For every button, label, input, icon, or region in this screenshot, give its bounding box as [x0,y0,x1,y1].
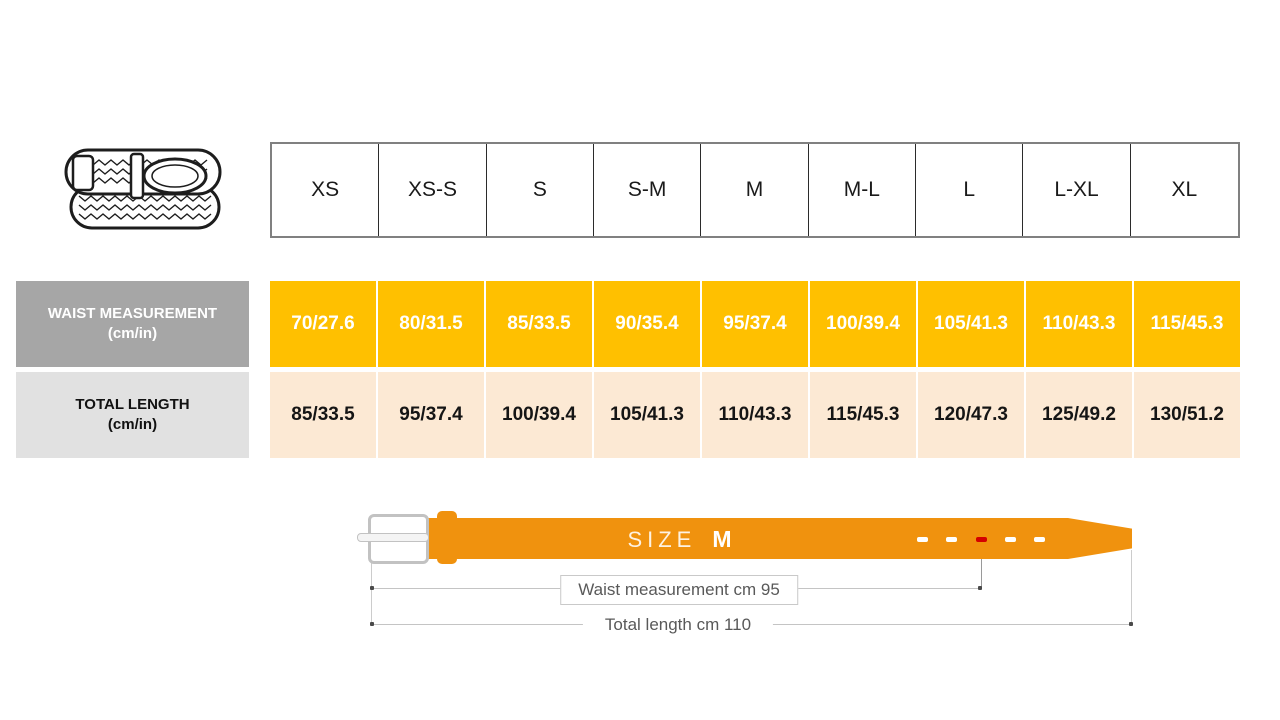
size-header-cell: S-M [594,144,702,236]
row-label-unit: (cm/in) [107,416,158,433]
waist-measurement-values-row: 70/27.6 80/31.5 85/33.5 90/35.4 95/37.4 … [270,281,1240,367]
total-length-values-row: 85/33.5 95/37.4 100/39.4 105/41.3 110/43… [270,372,1240,458]
belt-tip [1068,518,1132,559]
size-header-cell: L [916,144,1024,236]
belt-hole [946,537,957,542]
waist-value-cell: 110/43.3 [1026,281,1132,367]
waist-dimension-label: Waist measurement cm 95 [560,575,798,605]
dimension-endpoint-dot [1129,622,1133,626]
belt-keeper-loop [437,511,457,564]
waist-value-cell: 80/31.5 [378,281,484,367]
size-word: SIZE [627,527,697,552]
size-header-cell: S [487,144,594,236]
braided-belt-icon [64,148,222,230]
waist-value-cell: 95/37.4 [702,281,808,367]
size-header-cell: M [701,144,809,236]
size-header-row: XS XS-S S S-M M M-L L L-XL XL [270,142,1240,238]
total-length-value-cell: 105/41.3 [594,372,700,458]
total-length-value-cell: 110/43.3 [702,372,808,458]
marked-hole-leader-line [981,547,982,588]
waist-value-cell: 100/39.4 [810,281,916,367]
waist-measurement-row-label: WAIST MEASUREMENT (cm/in) [16,281,249,367]
belt-hole [917,537,928,542]
total-length-dimension-label: Total length cm 110 [582,613,774,637]
braided-belt-image [55,138,233,246]
size-header-cell: L-XL [1023,144,1131,236]
total-length-value-cell: 125/49.2 [1026,372,1132,458]
total-length-value-cell: 100/39.4 [486,372,592,458]
total-length-value-cell: 85/33.5 [270,372,376,458]
size-header-cell: XS-S [379,144,487,236]
waist-value-cell: 90/35.4 [594,281,700,367]
belt-tip-leader-line [1131,550,1132,624]
row-label-text: TOTAL LENGTH [75,395,190,413]
waist-value-cell: 85/33.5 [486,281,592,367]
row-label-text: WAIST MEASUREMENT [47,304,218,322]
buckle-leader-line [371,562,372,624]
total-length-value-cell: 115/45.3 [810,372,916,458]
waist-value-cell: 115/45.3 [1134,281,1240,367]
total-length-value-cell: 95/37.4 [378,372,484,458]
dimension-endpoint-dot [370,622,374,626]
waist-value-cell: 105/41.3 [918,281,1024,367]
total-length-row-label: TOTAL LENGTH (cm/in) [16,372,249,458]
belt-hole [1005,537,1016,542]
waist-value-cell: 70/27.6 [270,281,376,367]
total-length-value-cell: 120/47.3 [918,372,1024,458]
belt-strap [428,518,1068,559]
size-header-cell: XS [272,144,380,236]
size-header-cell: XL [1171,178,1198,201]
buckle-prong [357,533,429,542]
row-label-unit: (cm/in) [107,325,158,342]
dimension-endpoint-dot [370,586,374,590]
total-length-value-cell: 130/51.2 [1134,372,1240,458]
dimension-endpoint-dot [978,586,982,590]
size-value: M [712,526,733,552]
belt-hole [1034,537,1045,542]
belt-size-text: SIZE M [560,526,800,553]
belt-hole-marked [976,537,987,542]
size-header-cell: M-L [809,144,916,236]
